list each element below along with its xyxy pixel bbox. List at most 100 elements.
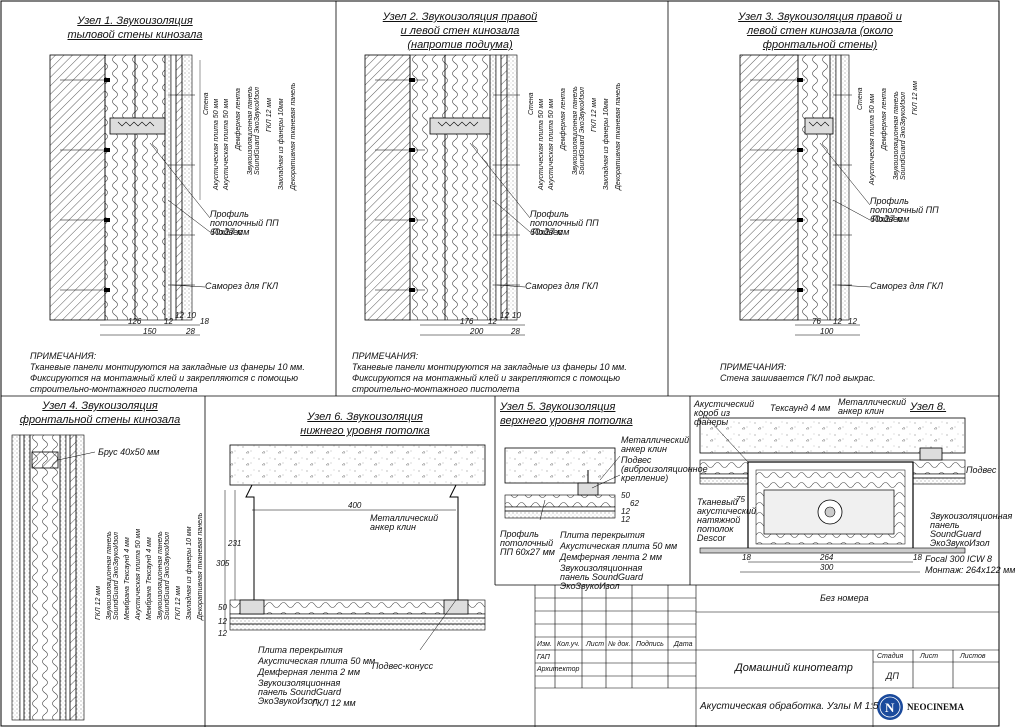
dim: 12 [488, 317, 497, 326]
n4-layer: ГКЛ 12 мм [95, 585, 102, 620]
n6-layer: Плита перекрытия [258, 645, 343, 655]
dim: 18 [913, 553, 922, 562]
n5-layer: Демферная лента 2 мм [560, 552, 662, 562]
n8-callout: Монтаж: 264х122 мм [925, 565, 1015, 575]
tb-column: Подпись [636, 641, 664, 648]
node1-notes: ПРИМЕЧАНИЯ: Тканевые панели монтируются … [30, 351, 305, 394]
n1-layer: Звукоизоляционная панель SoundGuard ЭкоЗ… [247, 86, 261, 175]
n4-layer: Звукоизоляционная панель SoundGuard ЭкоЗ… [106, 531, 120, 620]
n3-layer: Акустическая плита 50 мм [869, 93, 876, 185]
node2-notes: ПРИМЕЧАНИЯ: Тканевые панели монтируются … [352, 351, 627, 394]
n2-layer-wall: Стена [528, 92, 535, 115]
tb-column: Кол.уч. [557, 641, 580, 648]
drawing-number: Без номера [820, 593, 869, 603]
n1-layer: ГКЛ 12 мм [266, 97, 273, 132]
n3-callout: Подвес [872, 214, 903, 224]
node8-title: Узел 8. [910, 401, 947, 413]
dim: 12 [848, 317, 857, 326]
n1-callout: Саморез для ГКЛ [205, 281, 279, 291]
tb-column: № док. [608, 641, 631, 648]
dim: 50 [218, 603, 227, 612]
brand-logo [877, 694, 903, 720]
dim: 12 [175, 311, 184, 320]
dim: 264 [820, 553, 834, 562]
tb-role: Архитектор [537, 666, 580, 673]
dim: 150 [143, 327, 157, 336]
n4-layer: Мембрана Тексаунд 4 мм [124, 537, 131, 620]
n1-layer: Декоративная тканевая панель [290, 82, 297, 190]
title-block-grid [534, 585, 999, 727]
n1-layer: Закладная из фанеры 10мм [278, 98, 285, 190]
dim: 400 [348, 501, 362, 510]
dim: 10 [512, 311, 521, 320]
dim: 12 [833, 317, 842, 326]
n3-layer-wall: Стена [857, 87, 864, 110]
dim: 176 [460, 317, 474, 326]
n6-callout: Металлический анкер клин [370, 513, 439, 532]
n1-layer: Акустическая плита 50 мм [223, 98, 230, 190]
n4-layer: Мембрана Тексаунд 4 мм [146, 537, 153, 620]
n4-layer: Декоративная тканевая панель [197, 512, 204, 620]
dim: 100 [820, 327, 834, 336]
node2-section [364, 54, 531, 336]
logo-letter: N [885, 700, 895, 715]
n1-layer: Демферная лента [235, 88, 242, 150]
tb-stage-header: Стадия [877, 653, 904, 660]
dim: 12 [500, 311, 509, 320]
n5-layer: Акустическая плита 50 мм [560, 541, 678, 551]
n6-layer: Демферная лента 2 мм [258, 667, 360, 677]
dim: 12 [621, 515, 630, 524]
node4-section [11, 434, 96, 721]
tb-stage-header: Лист [920, 653, 939, 660]
brand-name: NEOCINEMA [907, 702, 965, 712]
n3-layer: ГКЛ 12 мм [912, 80, 919, 115]
n8-callout: Акустический короб из фанеры [694, 399, 755, 427]
dim: 300 [820, 563, 834, 572]
dim: 200 [470, 327, 484, 336]
tb-column: Дата [674, 641, 693, 648]
n4-layer: Закладная из фанеры 10 мм [186, 526, 193, 620]
n1-callout: Профиль потолочный ПП 60х27 мм [210, 209, 279, 237]
node3-notes: ПРИМЕЧАНИЯ: Стена зашивается ГКЛ под вык… [720, 362, 876, 383]
n6-layer: Акустическая плита 50 мм [258, 656, 376, 666]
dim: 18 [742, 553, 751, 562]
node5-section [504, 447, 621, 521]
n5-callout: Металлический анкер клин [621, 435, 690, 454]
dim: 10 [187, 311, 196, 320]
n4-layer: Звукоизоляционная панель SoundGuard ЭкоЗ… [157, 531, 171, 620]
n1-layer: Акустическая плита 50 мм [213, 98, 220, 190]
node3-section [739, 54, 871, 336]
dim: 18 [200, 317, 209, 326]
n2-callout: Профиль потолочный ПП 60х27 мм [530, 209, 599, 237]
dim: 126 [128, 317, 142, 326]
dim: 12 [218, 617, 227, 626]
n3-layer: Демферная лента [881, 88, 888, 150]
n2-callout: Саморез для ГКЛ [525, 281, 599, 291]
dim: 50 [621, 491, 630, 500]
dim: 28 [186, 327, 195, 336]
dim: 12 [621, 507, 630, 516]
tb-stage-header: Листов [960, 653, 986, 660]
dim: 75 [736, 495, 745, 504]
n3-callout: Профиль потолочный ПП 60х27 мм [870, 196, 939, 224]
n8-callout: Металлический анкер клин [838, 397, 907, 416]
n1-layer-wall: Стена [203, 92, 210, 115]
n2-layer: Акустическая плита 50 мм [548, 98, 555, 190]
dim: 305 [216, 559, 230, 568]
n6-callout: Подвес-конусс [372, 661, 434, 671]
n2-layer: Декоративная тканевая панель [615, 82, 622, 190]
dim: 12 [218, 629, 227, 638]
dim: 12 [164, 317, 173, 326]
n4-callout: Брус 40х50 мм [98, 447, 160, 457]
n4-layer: Акустическая плита 50 мм [135, 528, 142, 620]
n5-layer: Звукоизоляционная панель SoundGuard ЭкоЗ… [560, 563, 643, 591]
n8-callout: Тканевый акустический натяжной потолок D… [697, 497, 757, 543]
